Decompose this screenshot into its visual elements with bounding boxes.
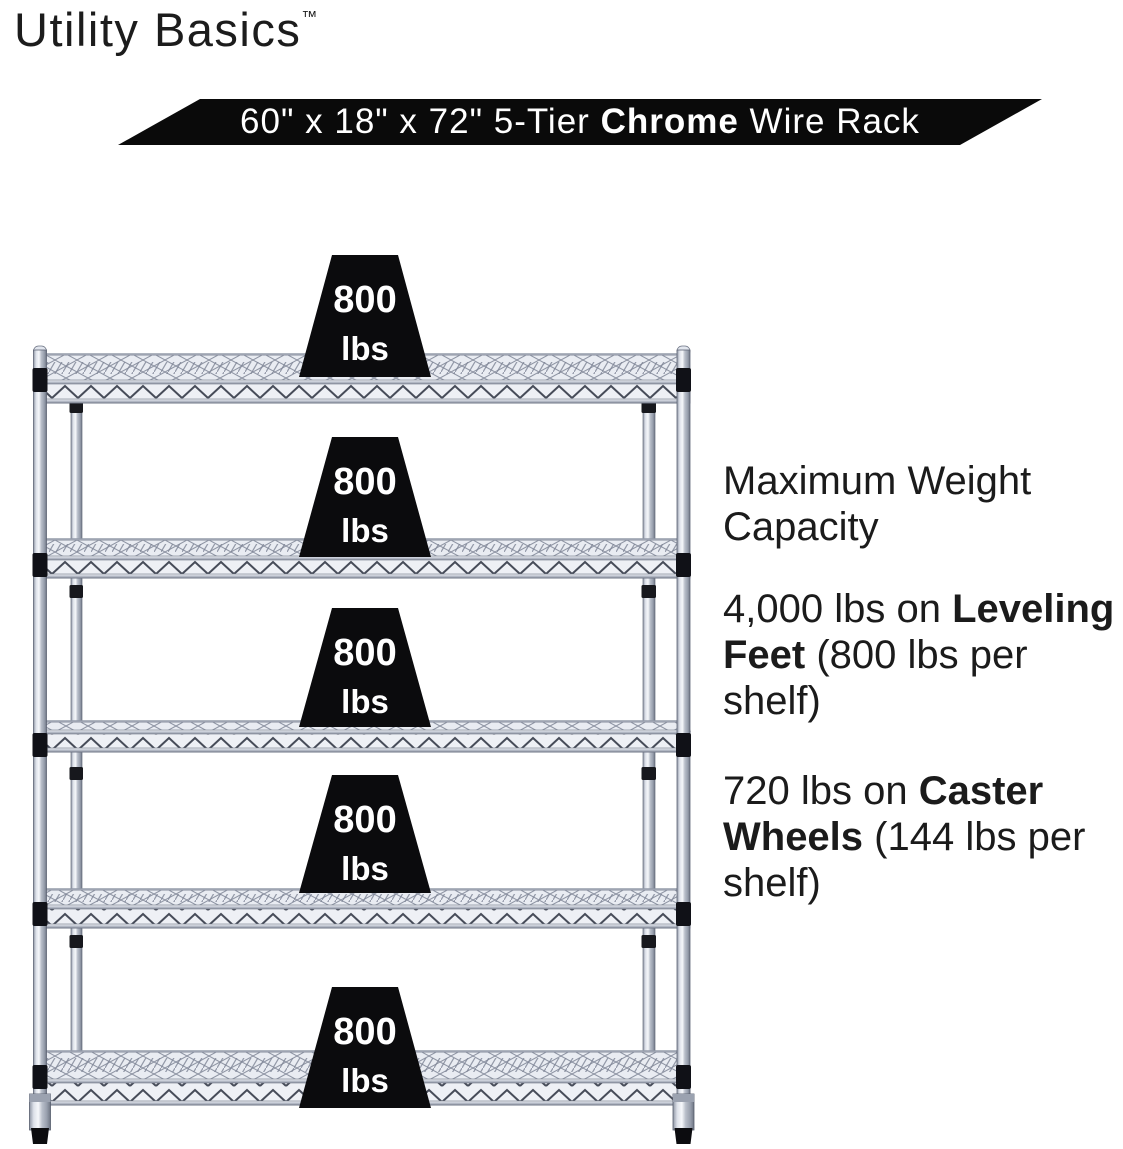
capacity-heading: Maximum Weight Capacity: [723, 459, 1032, 549]
weight-value: 800: [333, 1011, 397, 1053]
front-left-post: [29, 345, 51, 1144]
shelf-1: [35, 353, 691, 404]
capacity-item-leveling-feet: 4,000 lbs on Leveling Feet (800 lbs per …: [723, 586, 1123, 724]
title-banner: 60" x 18" x 72" 5-Tier Chrome Wire Rack: [118, 99, 1042, 145]
capacity-text: (800 lbs per shelf): [723, 633, 1028, 723]
shelf-4: [35, 888, 691, 929]
brand-logo: Utility Basics™: [14, 2, 317, 70]
leveling-foot-right: [672, 1093, 695, 1144]
weight-unit: lbs: [341, 683, 389, 720]
weight-unit: lbs: [341, 330, 389, 367]
weight-unit: lbs: [341, 850, 389, 887]
capacity-text: 4,000 lbs on: [723, 587, 953, 631]
capacity-text: 720 lbs on: [723, 769, 919, 813]
leveling-foot-left: [29, 1093, 51, 1144]
banner-text-suffix: Wire Rack: [738, 102, 920, 141]
weight-unit: lbs: [341, 1062, 389, 1099]
banner-text-prefix: 60" x 18" x 72" 5-Tier: [240, 102, 601, 141]
capacity-text-bold: Caster Wheels: [723, 769, 1044, 859]
weight-value: 800: [333, 799, 397, 841]
weight-value: 800: [333, 279, 397, 321]
capacity-text: (144 lbs per shelf): [723, 815, 1086, 905]
weight-unit: lbs: [341, 512, 389, 549]
weight-value: 800: [333, 461, 397, 503]
capacity-item-caster-wheels: 720 lbs on Caster Wheels (144 lbs per sh…: [723, 768, 1123, 906]
brand-name: Utility Basics: [14, 3, 302, 56]
banner-text-highlight: Chrome: [600, 102, 739, 141]
capacity-info: Maximum Weight Capacity 4,000 lbs on Lev…: [723, 458, 1123, 906]
front-right-post: [672, 345, 695, 1144]
weight-value: 800: [333, 632, 397, 674]
trademark-symbol: ™: [301, 9, 318, 26]
capacity-text-bold: Leveling Feet: [723, 587, 1115, 677]
